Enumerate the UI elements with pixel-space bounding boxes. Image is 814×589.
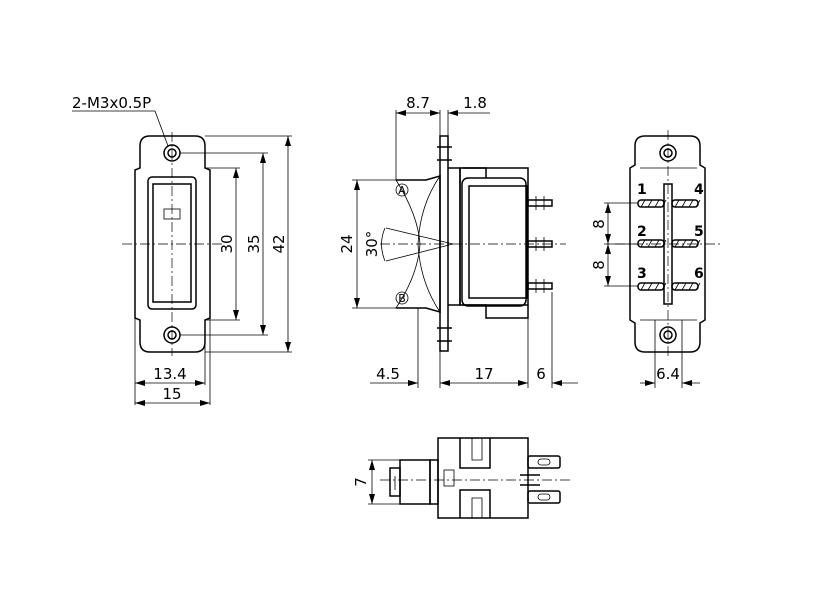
side-view: A B 24 30° 8.7 1.8 4.5 17 6 <box>338 94 578 388</box>
dim-6-4: 6.4 <box>656 365 680 383</box>
dim-13-4: 13.4 <box>153 365 186 383</box>
dim-6: 6 <box>536 365 546 383</box>
terminal-3: 3 <box>637 266 647 282</box>
position-b: B <box>398 292 406 305</box>
dim-8-7: 8.7 <box>406 94 430 112</box>
dim-8-bottom: 8 <box>590 260 608 270</box>
terminal-1: 1 <box>637 182 647 198</box>
rear-terminals <box>637 199 701 291</box>
dim-24: 24 <box>338 234 356 253</box>
terminal-2: 2 <box>637 224 647 240</box>
top-view: 7 <box>352 437 570 519</box>
front-view: 2-M3x0.5P 30 35 42 13.4 15 <box>72 94 292 406</box>
thread-label: 2-M3x0.5P <box>72 94 151 112</box>
dim-1-8: 1.8 <box>463 94 487 112</box>
angle-30: 30° <box>363 231 381 258</box>
dim-42: 42 <box>270 234 288 253</box>
terminal-5: 5 <box>694 224 704 240</box>
top-terminals <box>520 455 561 504</box>
terminal-6: 6 <box>694 266 704 282</box>
dim-17: 17 <box>474 365 493 383</box>
terminal-4: 4 <box>694 182 704 198</box>
position-a: A <box>398 184 406 197</box>
dim-30: 30 <box>218 234 236 253</box>
dim-8-top: 8 <box>590 219 608 229</box>
rear-view: 1 2 3 4 5 6 8 8 6.4 <box>590 130 720 388</box>
dim-7: 7 <box>352 477 370 487</box>
dim-35: 35 <box>245 234 263 253</box>
dim-15: 15 <box>162 385 181 403</box>
dim-4-5: 4.5 <box>376 365 400 383</box>
side-terminals <box>527 196 553 293</box>
